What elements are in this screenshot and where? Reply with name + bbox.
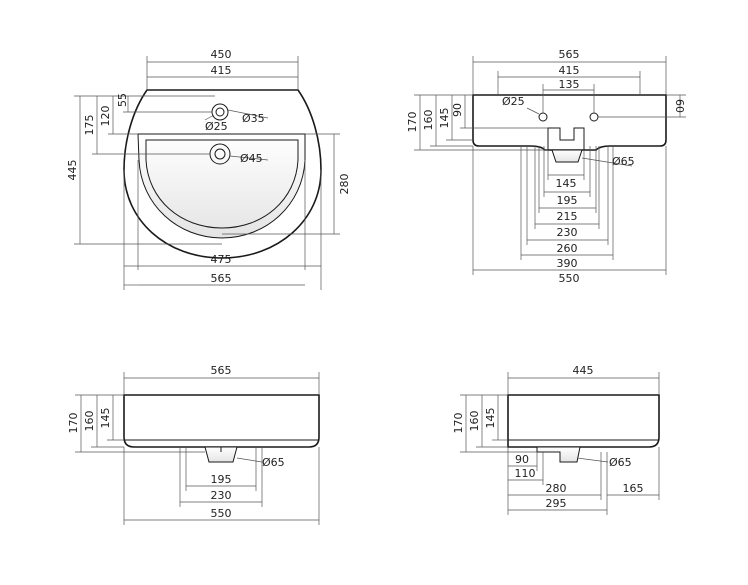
rear-dim-145b: 145 xyxy=(556,177,577,190)
front-hole-65: Ø65 xyxy=(262,456,285,469)
top-dim-175: 175 xyxy=(83,115,96,136)
basin-bowl-inner-top xyxy=(145,139,299,229)
top-hole-25: Ø25 xyxy=(205,120,228,133)
front-dim-170: 170 xyxy=(67,413,80,434)
drain-pipe-side xyxy=(536,446,581,463)
front-dim-195: 195 xyxy=(211,473,232,486)
top-dim-445: 445 xyxy=(66,160,79,181)
side-dim-90: 90 xyxy=(515,453,529,466)
top-hole-35: Ø35 xyxy=(242,112,265,125)
rear-view: 565 415 135 Ø25 90 145 160 170 60 Ø65 14… xyxy=(406,48,686,285)
rear-dim-170: 170 xyxy=(406,112,419,133)
side-dim-280: 280 xyxy=(546,482,567,495)
rear-dim-415: 415 xyxy=(559,64,580,77)
side-dim-lines xyxy=(460,372,660,515)
rear-dim-565: 565 xyxy=(559,48,580,61)
top-view: 450 415 55 120 175 445 Ø35 Ø25 Ø45 280 4… xyxy=(66,48,351,290)
overflow-outline xyxy=(547,127,585,151)
top-hole-45: Ø45 xyxy=(240,152,263,165)
rear-dim-145: 145 xyxy=(438,108,451,129)
front-dim-160: 160 xyxy=(83,411,96,432)
rear-dim-260: 260 xyxy=(557,242,578,255)
rear-dim-90: 90 xyxy=(451,103,464,117)
basin-bowl-top xyxy=(137,133,306,239)
side-dim-145: 145 xyxy=(484,408,497,429)
rear-dim-390: 390 xyxy=(557,257,578,270)
top-dim-475: 475 xyxy=(211,253,232,266)
front-dim-565: 565 xyxy=(211,364,232,377)
rear-hole-25: Ø25 xyxy=(502,95,525,108)
top-dim-55: 55 xyxy=(116,93,129,107)
drain-inner xyxy=(214,148,226,160)
side-dim-110: 110 xyxy=(515,467,536,480)
rear-hole-right xyxy=(589,112,599,122)
rear-dim-160: 160 xyxy=(422,110,435,131)
top-dim-415: 415 xyxy=(211,64,232,77)
top-dim-280: 280 xyxy=(338,174,351,195)
top-dim-120: 120 xyxy=(99,106,112,127)
rear-dim-215: 215 xyxy=(557,210,578,223)
front-view: 565 170 160 145 Ø65 195 230 550 xyxy=(67,364,320,525)
rear-dim-230: 230 xyxy=(557,226,578,239)
drain-pipe-rear xyxy=(551,149,583,163)
side-dim-170: 170 xyxy=(452,413,465,434)
side-dim-445: 445 xyxy=(573,364,594,377)
side-dim-295: 295 xyxy=(546,497,567,510)
side-dim-160: 160 xyxy=(468,411,481,432)
front-dim-lines xyxy=(75,372,320,525)
front-dim-145: 145 xyxy=(99,408,112,429)
rear-hole-65: Ø65 xyxy=(612,155,635,168)
side-view: 445 170 160 145 90 110 Ø65 280 295 165 xyxy=(452,364,660,515)
rear-dim-135: 135 xyxy=(559,78,580,91)
tap-hole-outer xyxy=(211,103,229,121)
basin-outline-side xyxy=(507,394,660,448)
side-hole-65: Ø65 xyxy=(609,456,632,469)
rear-dim-lines xyxy=(414,56,686,275)
front-dim-230: 230 xyxy=(211,489,232,502)
rear-dim-195: 195 xyxy=(557,194,578,207)
rear-dim-550: 550 xyxy=(559,272,580,285)
top-dim-565: 565 xyxy=(211,272,232,285)
top-dim-450: 450 xyxy=(211,48,232,61)
front-dim-550: 550 xyxy=(211,507,232,520)
drain-pipe-front xyxy=(204,446,238,463)
rear-dim-60: 60 xyxy=(673,99,686,113)
basin-outline-top xyxy=(123,89,322,259)
side-dim-165: 165 xyxy=(623,482,644,495)
rear-hole-left xyxy=(538,112,548,122)
tap-hole-inner xyxy=(215,107,225,117)
top-dim-lines xyxy=(74,56,340,290)
basin-outline-front xyxy=(123,394,320,448)
